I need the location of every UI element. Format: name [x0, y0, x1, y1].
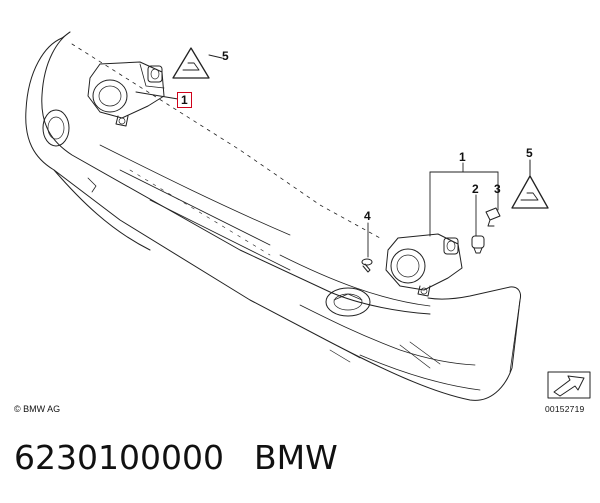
callout-1-right: 1 — [459, 150, 466, 164]
bolt-icon — [361, 258, 373, 273]
part-caption: 6230100000 BMW — [14, 438, 338, 477]
direction-arrow-icon — [547, 371, 591, 399]
leader-lines — [367, 162, 499, 258]
exploded-parts-diagram — [25, 31, 591, 401]
brand-name: BMW — [253, 438, 338, 477]
document-number: 00152719 — [545, 404, 585, 414]
callout-3: 3 — [494, 182, 501, 196]
callout-2: 2 — [472, 182, 479, 196]
warning-triangle-icon — [511, 159, 549, 209]
warning-triangle-icon — [172, 47, 223, 79]
bulb-icon — [471, 235, 485, 254]
fog-lamp-icon — [385, 233, 463, 297]
copyright-notice: © BMW AG — [14, 404, 61, 414]
callout-5-right: 5 — [526, 146, 533, 160]
callout-5-top: 5 — [222, 49, 229, 63]
callout-4: 4 — [364, 209, 371, 223]
callout-1-highlighted[interactable]: 1 — [177, 92, 192, 108]
bmw-emblem-icon — [325, 287, 371, 317]
bulb-icon — [485, 207, 501, 227]
fog-lamp-icon — [87, 61, 179, 127]
part-number: 6230100000 — [14, 438, 224, 477]
bumper-cover — [25, 31, 521, 401]
